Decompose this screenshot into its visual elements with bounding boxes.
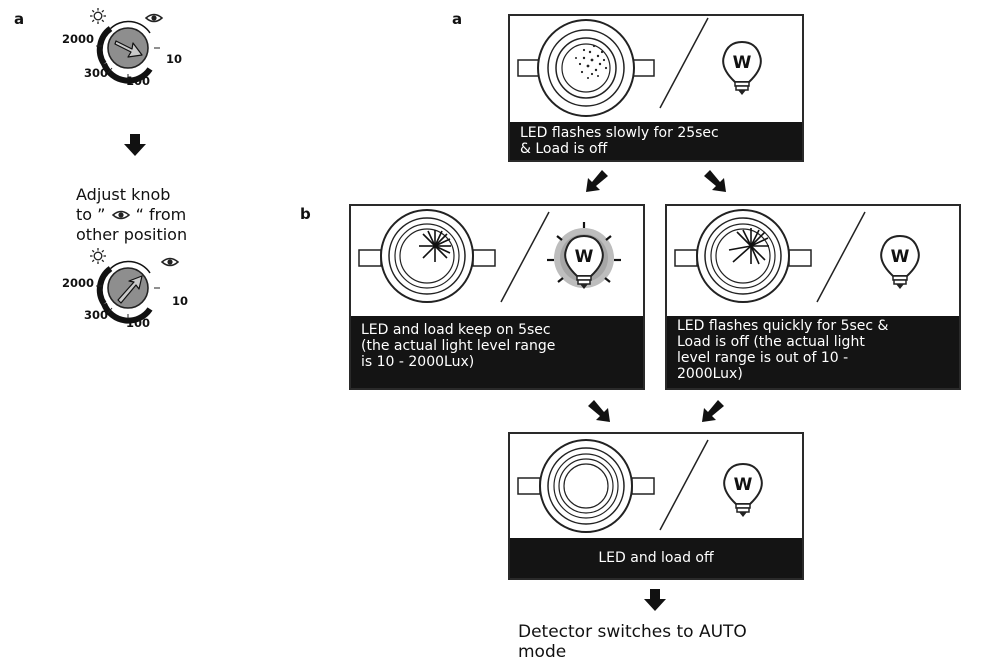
arrow-down-right-icon bbox=[588, 400, 610, 422]
right-section-label-a: a bbox=[452, 10, 463, 28]
knob-dial-adjusted bbox=[90, 248, 180, 324]
detector-icon bbox=[537, 19, 635, 117]
knob-label-100: 100 bbox=[126, 316, 151, 330]
bulb-icon: W bbox=[880, 234, 920, 289]
knob-dial-initial bbox=[90, 8, 164, 84]
down-arrow-icon bbox=[124, 134, 146, 156]
panel-led-quick-flash: W LED flashes quickly for 5sec & Load is… bbox=[665, 204, 961, 390]
panel-led-load-on: W LED and load keep on 5sec (the actual … bbox=[349, 204, 645, 390]
instruction-line-2-end: “ from bbox=[135, 205, 187, 224]
panel-illustration: W bbox=[674, 209, 920, 303]
panel-caption: LED flashes quickly for 5sec & Load is o… bbox=[667, 316, 959, 388]
flash-rays bbox=[728, 228, 769, 265]
caption-line-2: (the actual light level range bbox=[361, 338, 556, 354]
detector-icon bbox=[539, 439, 633, 533]
caption-line-1: LED and load keep on 5sec bbox=[361, 322, 551, 338]
panel-caption: LED and load keep on 5sec (the actual li… bbox=[351, 316, 643, 388]
sun-icon bbox=[90, 248, 106, 264]
knob-label-2000: 2000 bbox=[62, 32, 95, 46]
bulb-icon: W bbox=[722, 40, 762, 95]
knob-label-100: 100 bbox=[126, 74, 151, 88]
instruction-line-1: Adjust knob bbox=[76, 185, 171, 204]
instruction-line-3: other position bbox=[76, 225, 188, 244]
caption-line-4: 2000Lux) bbox=[677, 366, 743, 382]
arrow-down-left-icon bbox=[586, 170, 608, 192]
down-arrow-icon bbox=[644, 589, 666, 611]
caption-line-3: level range is out of 10 - bbox=[677, 350, 849, 366]
sun-icon bbox=[90, 8, 106, 24]
panel-illustration: W bbox=[517, 439, 763, 533]
knob-label-10: 10 bbox=[166, 52, 183, 66]
panel-led-load-off: W LED and load off bbox=[508, 432, 804, 580]
caption-line-2: & Load is off bbox=[520, 141, 608, 157]
bulb-icon: W bbox=[723, 462, 763, 517]
knob-label-2000: 2000 bbox=[62, 276, 95, 290]
flash-rays bbox=[419, 230, 451, 262]
panel-illustration: W bbox=[517, 17, 762, 117]
knob-label-10: 10 bbox=[172, 294, 189, 308]
caption-line-1: LED flashes quickly for 5sec & bbox=[677, 318, 889, 334]
panel-illustration: W bbox=[358, 209, 621, 303]
knob-label-300: 300 bbox=[84, 308, 109, 322]
final-text-line-2: mode bbox=[518, 642, 567, 662]
knob-label-300: 300 bbox=[84, 66, 109, 80]
bulb-letter: W bbox=[734, 475, 753, 495]
eye-icon bbox=[144, 13, 164, 23]
caption-line-3: is 10 - 2000Lux) bbox=[361, 354, 475, 370]
caption-line-1: LED flashes slowly for 25sec bbox=[520, 125, 719, 141]
instruction-line-2: to ” “ from bbox=[76, 205, 186, 224]
panel-caption: LED flashes slowly for 25sec & Load is o… bbox=[510, 122, 802, 160]
eye-icon bbox=[160, 257, 180, 267]
glowing-bulb-icon: W bbox=[547, 222, 621, 289]
left-section-label: a bbox=[14, 10, 25, 28]
arrow-down-left-icon bbox=[702, 400, 724, 422]
instruction-line-2-start: to ” bbox=[76, 205, 106, 224]
bulb-letter: W bbox=[891, 247, 910, 267]
right-section-label-b: b bbox=[300, 205, 311, 223]
arrow-down-right-icon bbox=[704, 170, 726, 192]
detector-icon bbox=[380, 209, 474, 303]
bulb-letter: W bbox=[733, 53, 752, 73]
panel-caption: LED and load off bbox=[510, 538, 802, 578]
caption-text: LED and load off bbox=[598, 549, 714, 566]
eye-icon bbox=[111, 210, 130, 220]
bulb-letter: W bbox=[575, 247, 594, 267]
panel-led-slow-flash: W LED flashes slowly for 25sec & Load is… bbox=[508, 14, 804, 162]
final-text-line-1: Detector switches to AUTO bbox=[518, 622, 747, 642]
caption-line-2: Load is off (the actual light bbox=[677, 334, 865, 350]
detector-icon bbox=[696, 209, 790, 303]
flash-dots bbox=[575, 44, 608, 79]
